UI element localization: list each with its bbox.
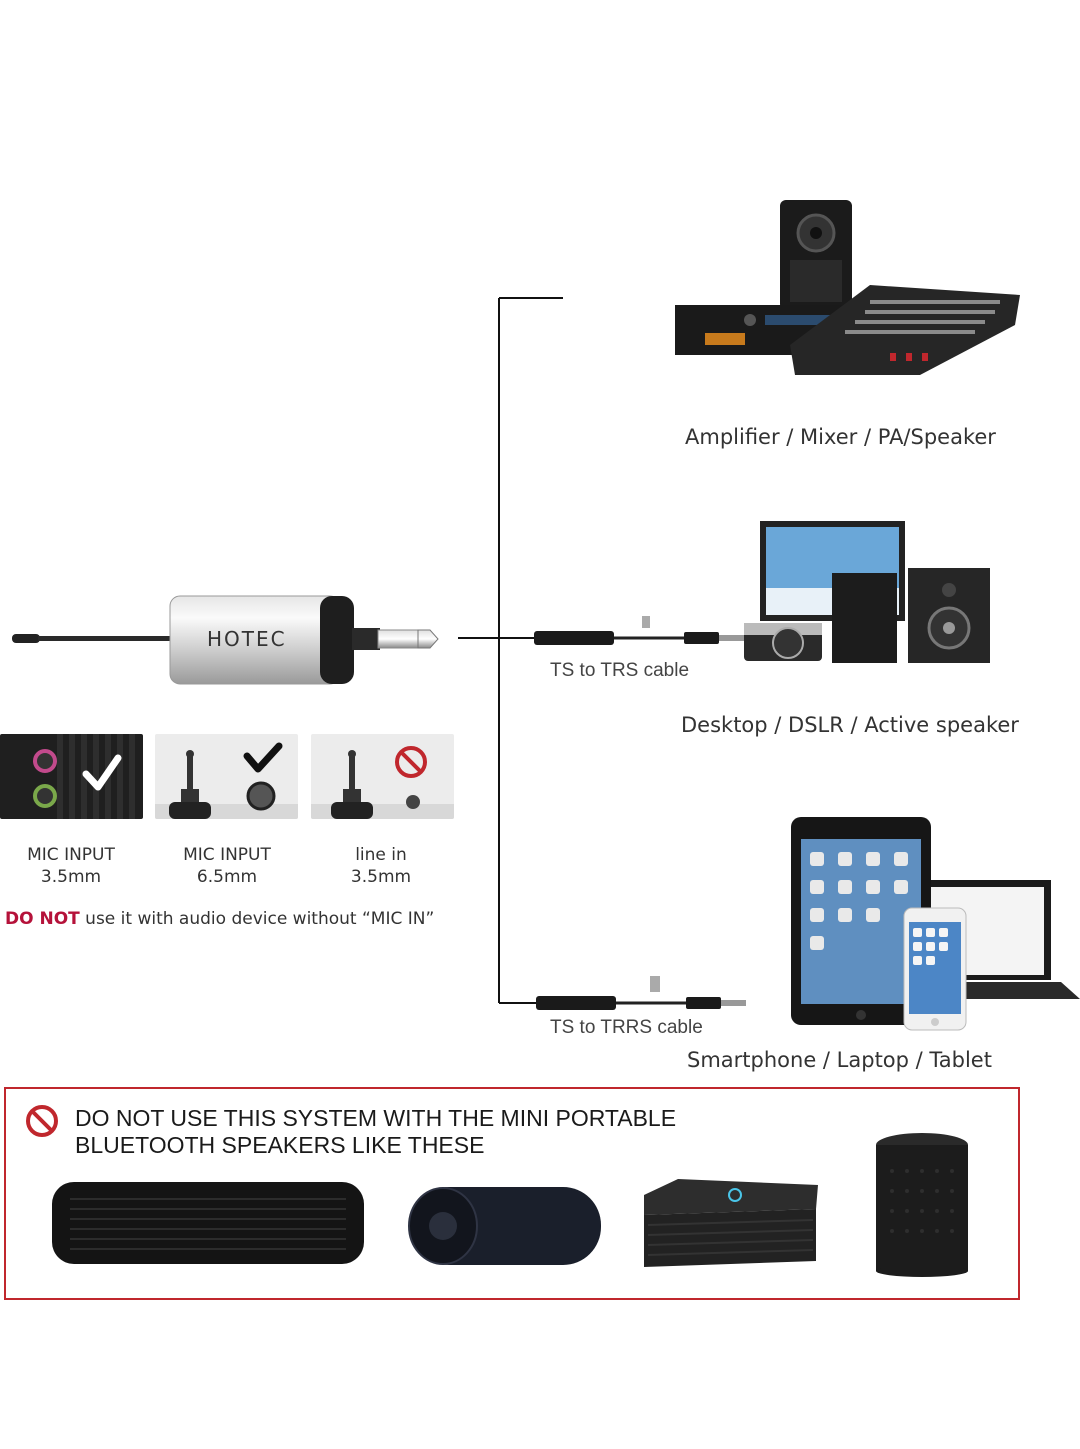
- ts-to-trrs-cable-image: [536, 976, 746, 1010]
- cable-label-ts-to-trrs: TS to TRRS cable: [550, 1017, 703, 1038]
- hotec-transmitter: HOTEC: [10, 590, 450, 690]
- check-icon: [243, 742, 283, 773]
- port-mic-6-5mm-image: [155, 734, 298, 819]
- check-icon: [82, 754, 122, 791]
- prohibited-icon: [395, 746, 427, 778]
- port-label-mic-6-5mm: MIC INPUT 6.5mm: [183, 845, 271, 887]
- port-label-mic-3-5mm: MIC INPUT 3.5mm: [27, 845, 115, 887]
- transmitter-illustration: [12, 595, 439, 685]
- output-label-desktop: Desktop / DSLR / Active speaker: [681, 713, 1019, 737]
- amplifier-mixer-image: [670, 195, 1030, 385]
- output-label-amplifier: Amplifier / Mixer / PA/Speaker: [685, 425, 996, 449]
- cable-label-ts-to-trs: TS to TRS cable: [550, 660, 690, 681]
- bluetooth-speaker-box-image: [644, 1179, 818, 1267]
- port-label-line-in: line in 3.5mm: [350, 845, 412, 887]
- notice-text: use it with audio device without “MIC IN…: [85, 909, 435, 929]
- bluetooth-speaker-cylinder-image: [408, 1187, 601, 1265]
- port-mic-3-5mm-image: [0, 734, 143, 819]
- warning-text: DO NOT USE THIS SYSTEM WITH THE MINI POR…: [75, 1105, 677, 1158]
- port-line-in-3-5mm-image: [311, 734, 454, 819]
- output-label-smartphone: Smartphone / Laptop / Tablet: [687, 1048, 992, 1072]
- smart-speaker-image: [876, 1133, 968, 1277]
- bluetooth-speaker-bar-image: [52, 1182, 364, 1264]
- phone-laptop-tablet-image: [788, 814, 1080, 1034]
- mic-in-notice: DO NOT use it with audio device without …: [5, 909, 434, 929]
- ts-to-trs-cable-image: [534, 616, 744, 645]
- notice-emphasis: DO NOT: [5, 909, 80, 929]
- prohibited-icon: [26, 1105, 58, 1137]
- bluetooth-speaker-warning: DO NOT USE THIS SYSTEM WITH THE MINI POR…: [4, 1087, 1020, 1300]
- desktop-dslr-speaker-image: [740, 518, 995, 668]
- transmitter-brand: HOTEC: [207, 627, 287, 651]
